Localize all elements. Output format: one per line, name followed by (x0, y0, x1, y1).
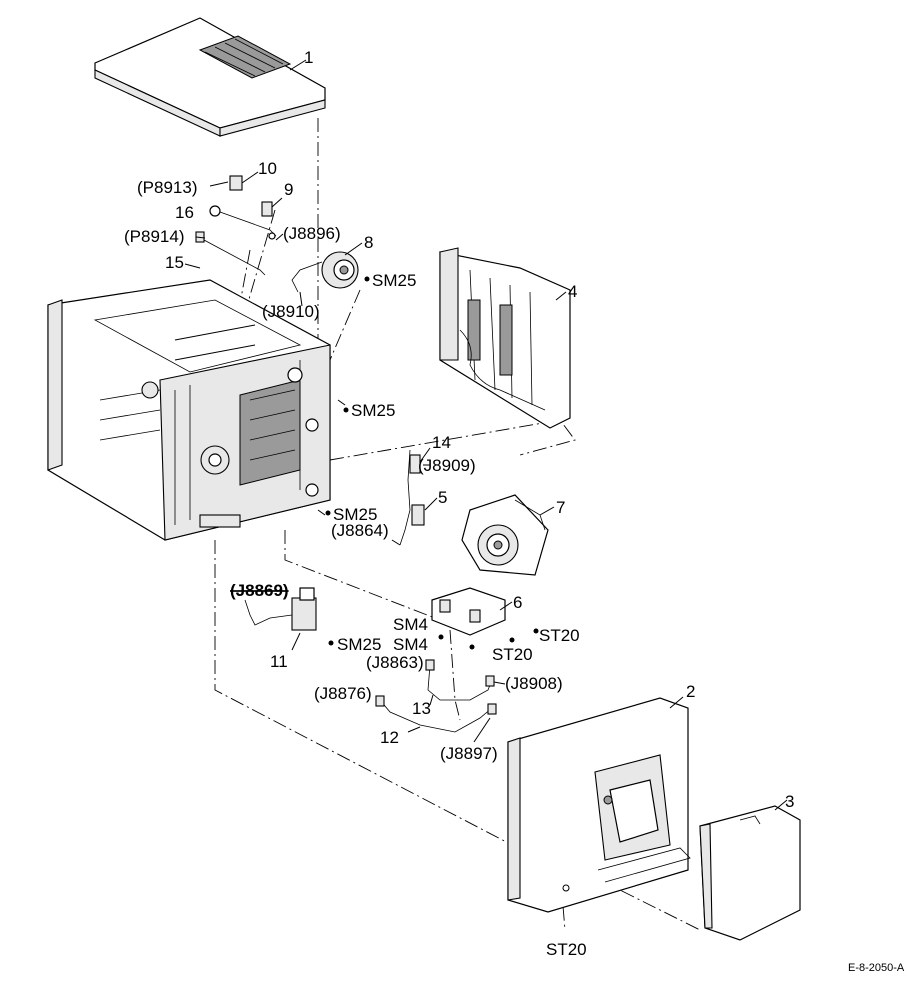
callout-1: 1 (304, 48, 313, 67)
connector-j8863-label: (J8863) (366, 653, 424, 672)
connector-j8908-label: (J8908) (505, 674, 563, 693)
screw-sm25-label-c: SM25 (333, 505, 377, 524)
part-top-cover (94, 17, 326, 137)
screw-sm4-label-b: SM4 (393, 635, 428, 654)
screw-labels: SM25 SM25 SM25 SM25 SM4 SM4 ST20 ST20 ST… (325, 271, 587, 959)
part-solenoid (244, 587, 334, 651)
part-drive-gear-unit (461, 494, 555, 576)
connector-p8913-label: (P8913) (137, 178, 197, 197)
callout-5: 5 (438, 488, 447, 507)
connector-j8909-label: (J8909) (418, 456, 476, 475)
connector-j8869-label: (J8869) (230, 581, 289, 600)
connector-j8876-label: (J8876) (314, 684, 372, 703)
part-side-cover (699, 799, 801, 941)
callout-9: 9 (284, 180, 293, 199)
screw-sm4-label-a: SM4 (393, 615, 428, 634)
part-harness-lower (375, 659, 497, 733)
callout-16: 16 (175, 203, 194, 222)
callout-2: 2 (686, 682, 695, 701)
screw-sm25-label-b: SM25 (351, 401, 395, 420)
connector-j8896-label: (J8896) (283, 224, 341, 243)
callout-6: 6 (513, 593, 522, 612)
callout-labels: 1 2 3 4 5 6 7 8 9 10 11 12 13 14 15 16 (165, 48, 794, 811)
connector-p8914-label: (P8914) (124, 227, 184, 246)
part-side-paper-guide (439, 247, 571, 429)
screw-st20-label-a: ST20 (539, 626, 580, 645)
screw-sm25-label-d: SM25 (337, 635, 381, 654)
screw-sm25-label-a: SM25 (372, 271, 416, 290)
callout-4: 4 (568, 282, 577, 301)
connector-j8897-label: (J8897) (440, 744, 498, 763)
leader-lines (195, 181, 506, 743)
callout-11: 11 (270, 652, 288, 671)
connector-labels: (P8913) (P8914) (J8896) (J8910) (J8909) … (124, 178, 563, 763)
callout-3: 3 (785, 792, 794, 811)
connector-j8910-label: (J8910) (262, 302, 320, 321)
callout-7: 7 (556, 498, 565, 517)
callout-10: 10 (258, 159, 277, 178)
part-front-cover (507, 696, 691, 913)
part-motor (291, 242, 370, 293)
part-sensor-assembly (184, 171, 283, 276)
callout-14: 14 (432, 433, 451, 452)
callout-12: 12 (380, 728, 399, 747)
figure-code: E-8-2050-A (848, 962, 905, 974)
screw-st20-label-c: ST20 (546, 940, 587, 959)
screw-st20-label-b: ST20 (492, 645, 533, 664)
connector-j8864-label: (J8864) (331, 521, 389, 540)
part-main-frame (47, 279, 331, 541)
callout-15: 15 (165, 253, 184, 272)
part-bracket (431, 587, 539, 650)
part-harness-sensor (399, 447, 438, 546)
callout-8: 8 (364, 233, 373, 252)
callout-13: 13 (412, 699, 431, 718)
